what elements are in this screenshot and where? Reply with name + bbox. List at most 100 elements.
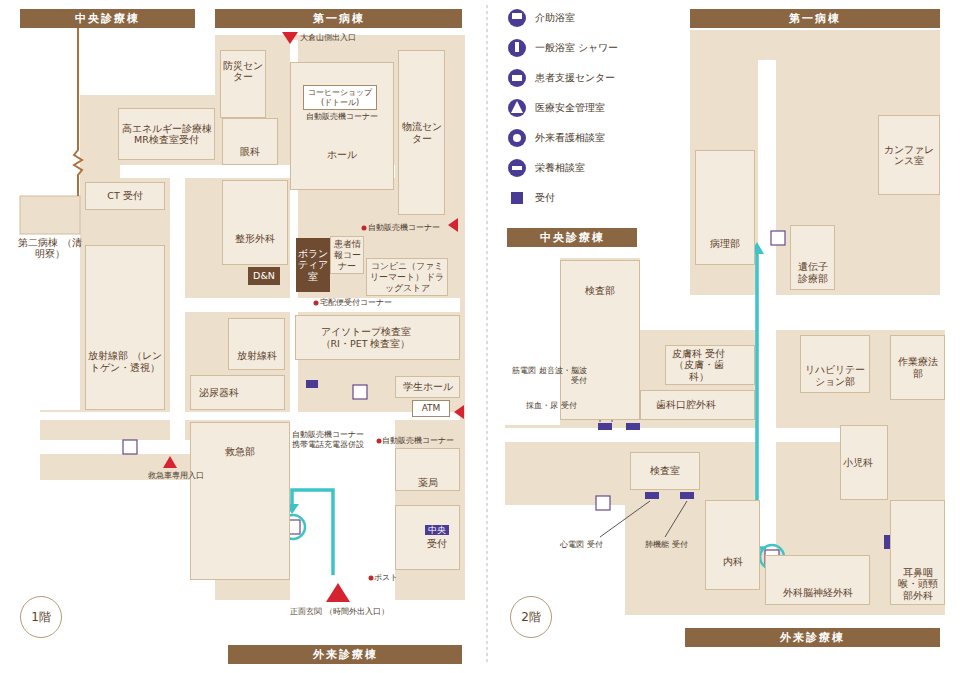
- connector-bridge: [74, 28, 82, 196]
- room-label: 第一病棟: [789, 12, 841, 25]
- corridor: [185, 298, 460, 312]
- room-label: カンファレンス室: [881, 144, 937, 167]
- room-area: 歯科口腔外科: [640, 390, 755, 420]
- room-area: CT 受付: [85, 182, 165, 210]
- legend-icon: [508, 69, 526, 87]
- room-label: 放射線科: [237, 350, 277, 361]
- room-label: 作業療法部: [893, 356, 942, 379]
- room-label: 小児科: [843, 457, 873, 468]
- facility-box: コーヒーショップ (ドトール): [303, 85, 377, 110]
- legend-text: 介助浴室: [535, 12, 575, 23]
- legend-icon: [512, 75, 522, 81]
- legend-text: 外来看護相談室: [535, 132, 605, 143]
- room-label: 物流センター: [401, 121, 442, 144]
- floor-badge: 1階: [20, 596, 62, 638]
- room-label: 皮膚科 受付 （皮膚・歯科）: [668, 348, 729, 382]
- location-dot: [377, 439, 382, 444]
- location-dot: [369, 576, 374, 581]
- room-dark: D&N: [248, 267, 280, 285]
- divider-line: [487, 5, 488, 665]
- area-tag: 中央: [425, 525, 449, 535]
- room-label: 耳鼻咽喉・頭頸部外科: [893, 567, 942, 601]
- map-label: 正面玄関 （時間外出入口）: [290, 607, 390, 617]
- room-area: 検査室: [630, 452, 700, 490]
- room-area: 病理部: [695, 150, 755, 265]
- entrance-marker: [326, 583, 350, 602]
- room-area: 学生ホール: [395, 376, 460, 398]
- room-label: 内科: [723, 556, 743, 567]
- room-dark: ボランティア室: [296, 238, 330, 292]
- room-label: コンビニ（ファミリーマート） ドラッグストア: [369, 261, 445, 293]
- room-label: 高エネルギー診療棟 MR検査室受付: [121, 123, 212, 146]
- corridor: [505, 428, 840, 442]
- room-area: 整形外科: [222, 180, 288, 265]
- room-label: 眼科: [240, 146, 260, 157]
- legend-icon: [508, 159, 526, 177]
- room-label: 検査室: [650, 465, 680, 476]
- room-label: 薬局: [418, 477, 438, 488]
- room-area: 眼科: [222, 118, 278, 165]
- facility-box: ATM: [412, 400, 450, 417]
- room-area: 小児科: [840, 425, 888, 500]
- room-area: 遺伝子診療部: [790, 225, 835, 290]
- room-label: 中央診療棟: [540, 231, 605, 244]
- room-label: 外来診療棟: [780, 631, 845, 644]
- room-area: アイソトープ検査室 （RI・PET 検査室）: [295, 315, 460, 360]
- building-band: 中央診療棟: [20, 9, 195, 28]
- legend-icon: [511, 101, 523, 113]
- room-label: 学生ホール: [403, 381, 453, 392]
- building-band: 外来診療棟: [228, 645, 462, 664]
- legend-text: 一般浴室 シャワー: [535, 42, 618, 53]
- map-label: 大倉山側出入口: [300, 33, 380, 43]
- room-area: カンファレンス室: [878, 115, 940, 195]
- room-label: 第一病棟: [313, 12, 365, 25]
- room-label: 第二病棟 （清明寮）: [18, 237, 82, 260]
- room-label: 遺伝子診療部: [793, 261, 832, 284]
- elevator-icon: [123, 440, 137, 454]
- legend-icon: [508, 129, 526, 147]
- room-label: ホール: [327, 149, 357, 160]
- legend-icon: [512, 166, 522, 170]
- elevator-icon: [771, 231, 785, 245]
- location-dot: [362, 226, 367, 231]
- room-area: 物流センター: [398, 50, 445, 215]
- legend-text: 栄養相談室: [535, 162, 585, 173]
- room-area: 防災センター: [220, 50, 266, 118]
- building-floor: [690, 30, 940, 300]
- legend-icon: [508, 99, 526, 117]
- room-label: ATM: [422, 403, 441, 414]
- room-area: 内科: [705, 500, 760, 590]
- map-label: 自動販売機コーナー: [382, 436, 460, 446]
- room-area: 放射線部 （レントゲン・透視）: [85, 245, 165, 410]
- room-label: アイソトープ検査室 （RI・PET 検査室）: [312, 326, 419, 349]
- route-arrow: [292, 490, 333, 575]
- legend-text: 医療安全管理室: [535, 102, 605, 113]
- room-label: 1階: [31, 610, 51, 624]
- room-area: 検査部: [560, 260, 640, 420]
- legend-icon: [508, 9, 526, 27]
- location-dot: [314, 301, 319, 306]
- legend-icon: [515, 42, 519, 52]
- reception-mark: [645, 492, 659, 499]
- reception-mark: [598, 423, 612, 430]
- room-area: 患者情報コーナー: [330, 236, 364, 274]
- room-label: 中央診療棟: [75, 12, 140, 25]
- elevator-icon: [353, 385, 367, 399]
- room-area: 外科脳神経外科: [765, 555, 870, 605]
- room-label: リハビリテーション部: [803, 364, 867, 387]
- room-area: 作業療法部: [890, 335, 945, 400]
- map-label: 自動販売機コーナー: [368, 223, 446, 233]
- map-label: 自動販売機コーナー: [306, 112, 388, 122]
- entrance-marker: [448, 218, 458, 232]
- legend-icon: [508, 39, 526, 57]
- room-area: 高エネルギー診療棟 MR検査室受付: [118, 108, 215, 160]
- legend-icon: [512, 13, 522, 19]
- legend-swatch: [511, 192, 523, 204]
- room-label: 患者情報コーナー: [333, 239, 361, 271]
- map-label: 心電図 受付: [560, 540, 622, 550]
- room-label: 救急部: [225, 446, 255, 457]
- building-label: 第二病棟 （清明寮）: [16, 196, 84, 262]
- room-label: 放射線部 （レントゲン・透視）: [88, 350, 162, 373]
- reception-mark: [306, 380, 318, 388]
